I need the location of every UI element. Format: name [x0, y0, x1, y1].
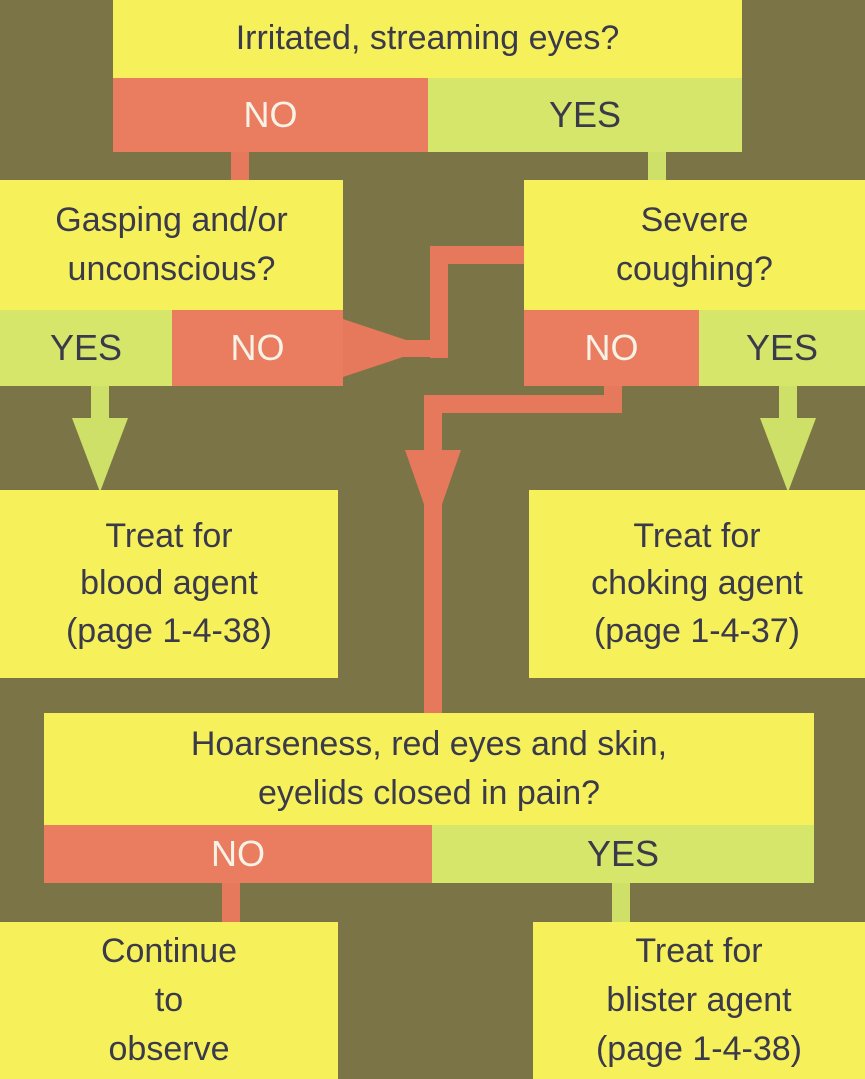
question-gasping: Gasping and/or unconscious? — [0, 180, 343, 310]
yes-label: YES — [586, 832, 660, 874]
outcome-page-ref: (page 1-4-37) — [593, 611, 800, 650]
answer-yes-q4: YES — [432, 825, 814, 883]
arrow-q2-no-shaft — [330, 340, 430, 357]
no-label: NO — [243, 93, 298, 135]
yes-label: YES — [745, 326, 819, 368]
yes-label: YES — [49, 326, 123, 368]
connector-q3-yes — [779, 385, 797, 425]
connector-q2-yes — [91, 385, 109, 425]
outcome-continue-observe: Continue to observe — [0, 922, 338, 1079]
outcome-line-1: Treat for — [633, 516, 761, 555]
question-line-2: coughing? — [616, 250, 773, 288]
outcome-line-2: to — [154, 980, 184, 1019]
question-line-2: eyelids closed in pain? — [257, 774, 601, 812]
yes-label: YES — [548, 93, 622, 135]
outcome-blood-agent: Treat for blood agent (page 1-4-38) — [0, 490, 338, 678]
outcome-line-1: Continue — [100, 931, 238, 970]
answer-yes-q1: YES — [428, 78, 742, 152]
outcome-choking-agent: Treat for choking agent (page 1-4-37) — [529, 490, 865, 678]
question-hoarseness: Hoarseness, red eyes and skin, eyelids c… — [44, 713, 814, 825]
answer-no-q1: NO — [113, 78, 428, 152]
question-coughing: Severe coughing? — [524, 180, 865, 310]
outcome-page-ref: (page 1-4-38) — [595, 1030, 802, 1069]
outcome-blister-agent: Treat for blister agent (page 1-4-38) — [533, 922, 865, 1079]
no-label: NO — [211, 832, 265, 874]
outcome-line-2: choking agent — [591, 564, 803, 603]
no-label: NO — [584, 326, 639, 368]
outcome-line-1: Treat for — [105, 516, 233, 555]
answer-no-q4: NO — [44, 825, 432, 883]
arrow-q2-yes-to-blood — [72, 418, 128, 492]
connector-q3-no-across — [424, 395, 622, 413]
outcome-line-1: Treat for — [635, 931, 763, 970]
connector-q3-left — [430, 246, 530, 264]
question-line-2: unconscious? — [67, 250, 276, 288]
outcome-line-2: blood agent — [80, 564, 258, 603]
arrow-q3-no-to-q4 — [405, 450, 461, 530]
answer-yes-q2: YES — [0, 310, 172, 386]
connector-q3-down — [430, 246, 448, 358]
connector-q4-yes — [612, 880, 630, 925]
outcome-page-ref: (page 1-4-38) — [65, 611, 272, 650]
question-text: Irritated, streaming eyes? — [235, 19, 620, 58]
question-line-1: Gasping and/or — [55, 200, 288, 239]
outcome-line-2: blister agent — [606, 980, 792, 1019]
question-streaming-eyes: Irritated, streaming eyes? — [113, 0, 742, 78]
no-label: NO — [230, 326, 285, 368]
question-line-1: Severe — [640, 200, 749, 239]
outcome-line-3: observe — [108, 1030, 230, 1069]
question-line-1: Hoarseness, red eyes and skin, — [190, 724, 668, 763]
connector-q4-no — [222, 880, 240, 925]
answer-yes-q3: YES — [699, 310, 865, 386]
answer-no-q3: NO — [524, 310, 699, 386]
answer-no-q2: NO — [172, 310, 343, 386]
arrow-q3-yes-to-choking — [760, 418, 816, 492]
